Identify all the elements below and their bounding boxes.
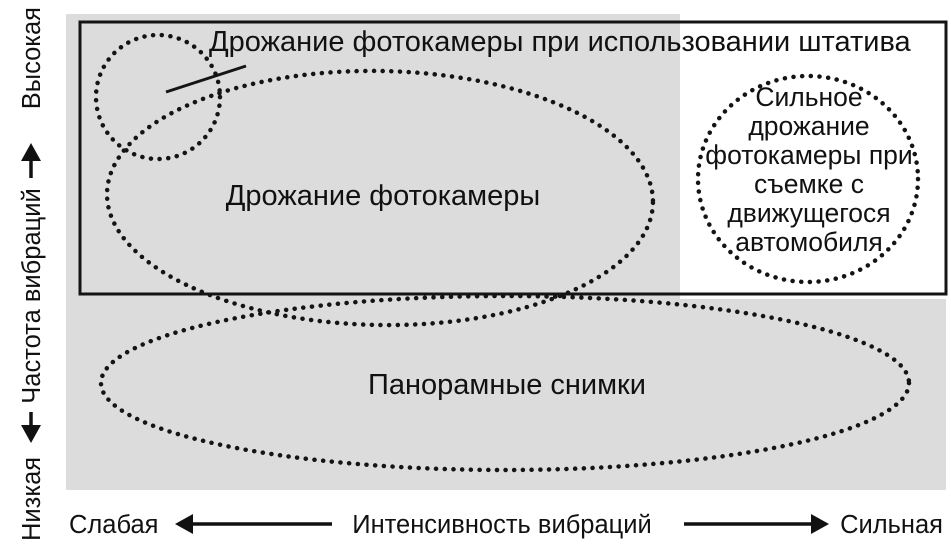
arrow-left-icon: [175, 514, 193, 534]
vehicle-shake-label: Сильное дрожание фотокамеры при съемке с…: [705, 82, 912, 257]
y-axis-title: Частота вибраций: [18, 188, 46, 403]
y-axis: Низкая Частота вибраций Высокая: [18, 7, 46, 541]
x-axis: Слабая Интенсивность вибраций Сильная: [69, 511, 943, 539]
plot-background: [66, 14, 946, 490]
camera-shake-label: Дрожание фотокамеры: [226, 180, 540, 212]
panning-label: Панорамные снимки: [368, 369, 646, 401]
vehicle-label-line: дрожание: [748, 111, 869, 141]
y-axis-low-label: Низкая: [18, 457, 46, 541]
vehicle-label-line: фотокамеры при: [705, 140, 912, 170]
x-axis-low-label: Слабая: [69, 511, 159, 539]
tripod-pointer-line: [165, 64, 247, 94]
y-axis-high-label: Высокая: [18, 7, 46, 109]
tripod-label: Дрожание фотокамеры при использовании шт…: [209, 26, 912, 58]
panning-region: [98, 293, 912, 473]
arrow-up-icon: [21, 143, 41, 161]
arrow-down-icon: [21, 425, 41, 443]
x-axis-title: Интенсивность вибраций: [352, 511, 652, 539]
vehicle-label-line: съемке с: [754, 169, 864, 199]
tripod-region: [93, 32, 223, 162]
vehicle-label-line: Сильное: [755, 82, 862, 112]
x-axis-high-label: Сильная: [840, 511, 943, 539]
vehicle-shake-region: [695, 73, 921, 285]
vehicle-label-line: автомобиля: [735, 227, 883, 257]
arrow-right-icon: [811, 514, 829, 534]
vehicle-label-line: движущегося: [727, 198, 890, 228]
camera-shake-region: [104, 68, 656, 328]
